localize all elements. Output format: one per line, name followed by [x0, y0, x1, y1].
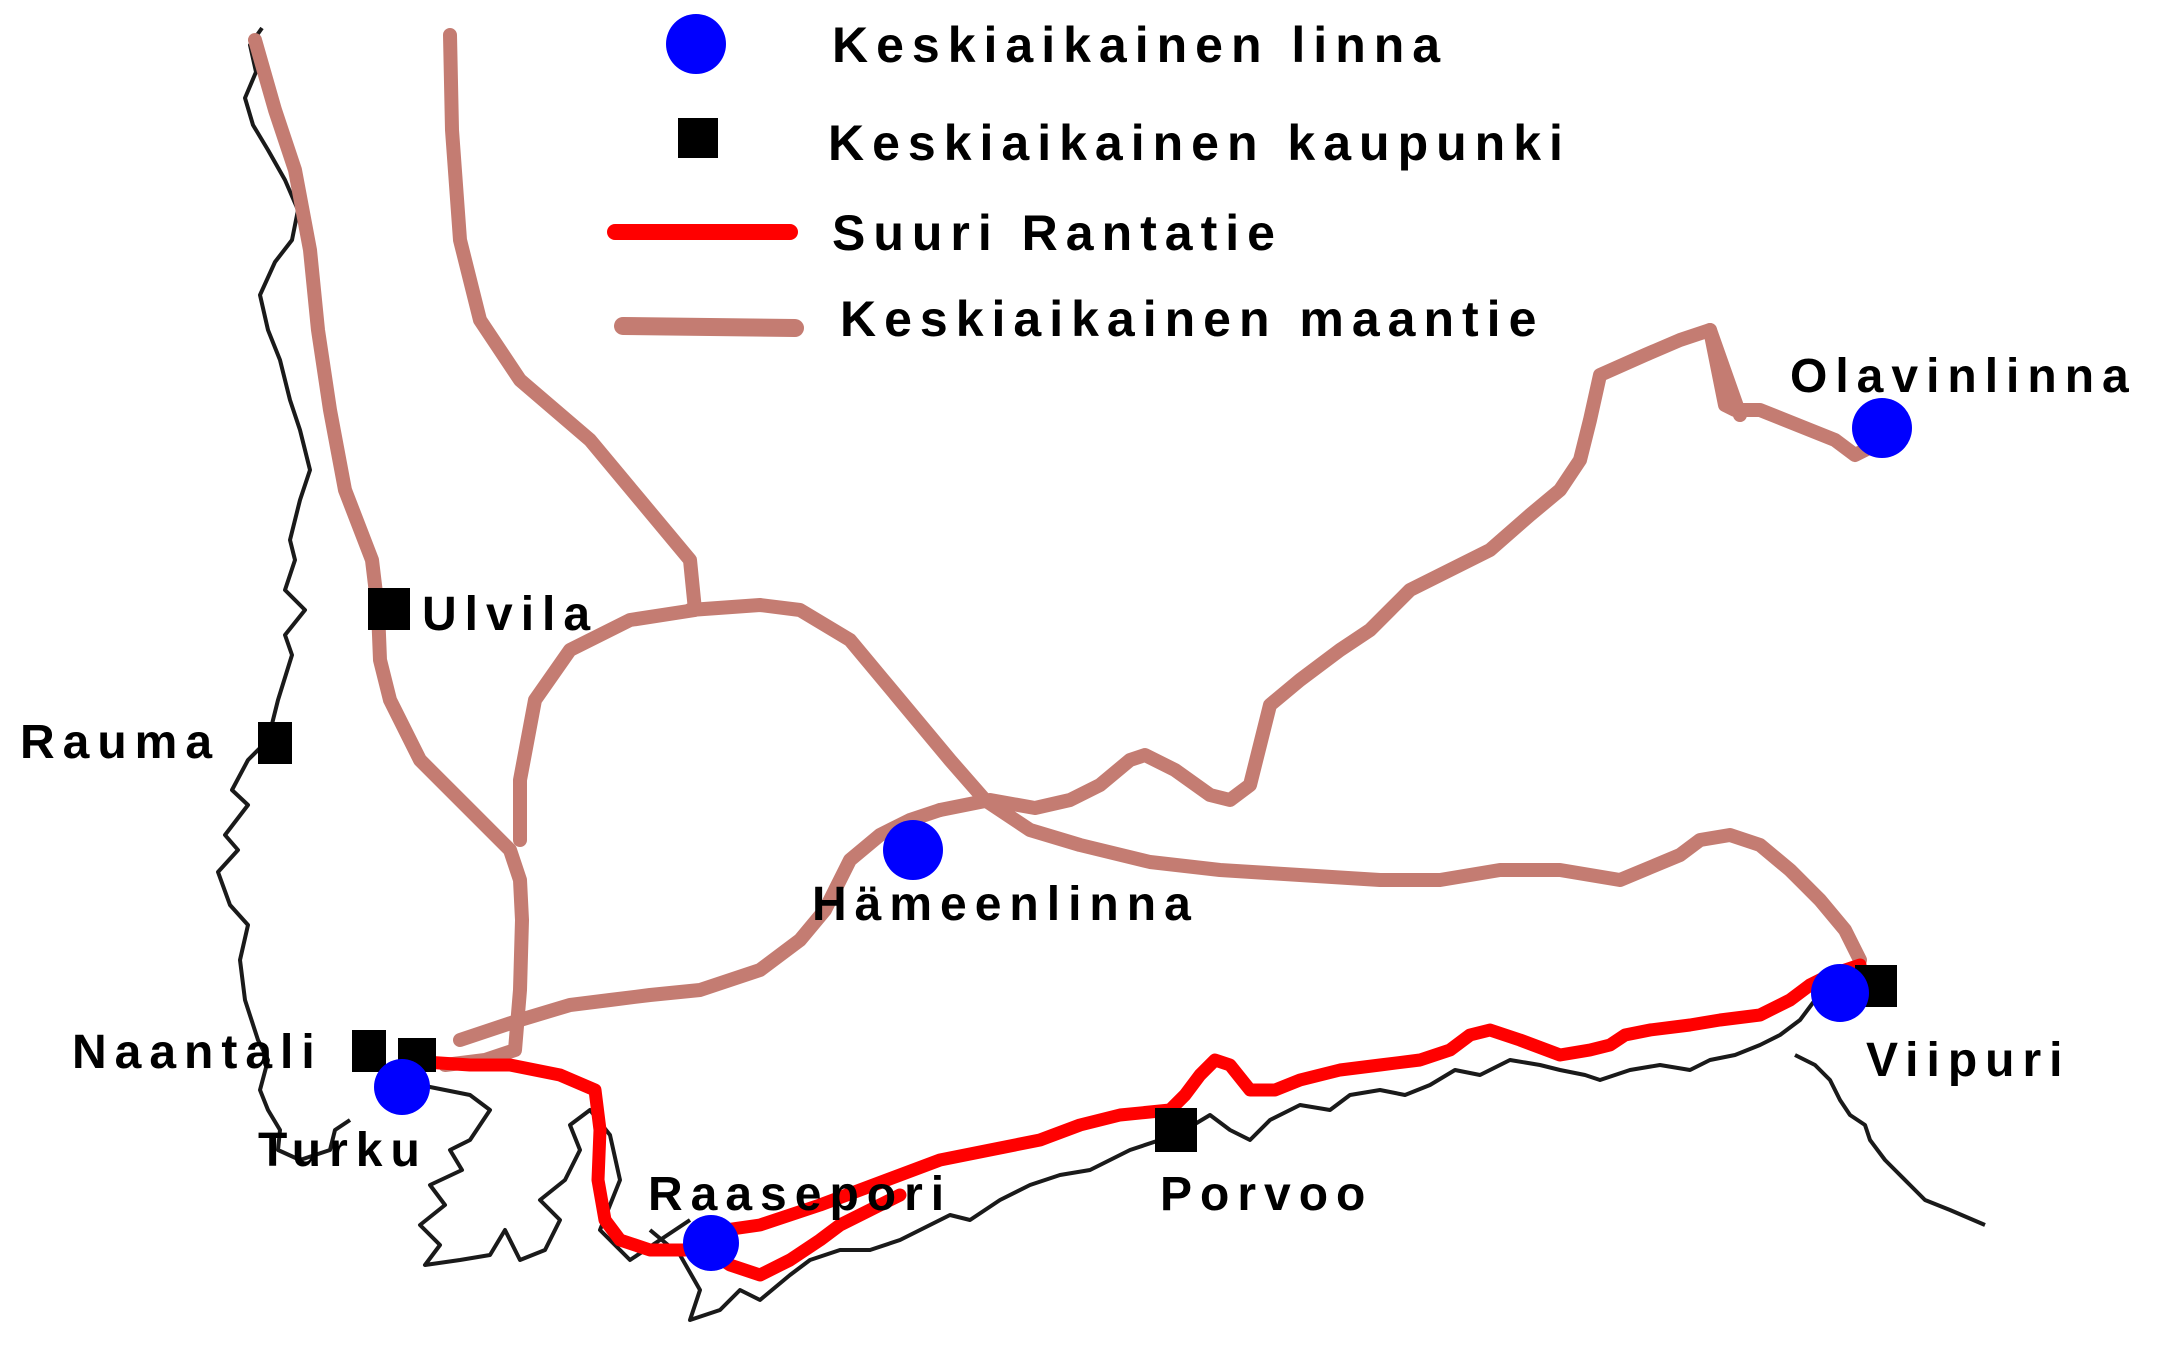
road-olavinlinna-link — [1703, 323, 1747, 422]
medieval-roads — [248, 28, 1882, 1072]
turku-label: Turku — [258, 1124, 428, 1177]
southwest-archipelago-coast — [418, 1083, 692, 1267]
towns — [258, 588, 1897, 1152]
legend-town-symbol — [678, 118, 718, 158]
raasepori-coast — [648, 1128, 1186, 1322]
olavinlinna-label: Olavinlinna — [1790, 350, 2137, 403]
castles — [374, 398, 1912, 1271]
turku-castle-marker — [374, 1059, 430, 1115]
porvoo-label: Porvoo — [1160, 1168, 1373, 1221]
legend-town-label: Keskiaikainen kaupunki — [828, 115, 1571, 171]
legend-castle-label: Keskiaikainen linna — [832, 17, 1448, 73]
legend-castle-symbol — [666, 14, 726, 74]
legend-medieval-road-symbol — [614, 317, 804, 337]
road-central-east-junction — [683, 598, 992, 807]
viipuri-castle-marker — [1811, 964, 1869, 1022]
road-hameenlinna-olavinlinna — [933, 323, 1882, 817]
olavinlinna-castle-marker — [1852, 398, 1912, 458]
ulvila-label: Ulvila — [422, 588, 598, 641]
rauma-town-marker — [258, 722, 292, 764]
great-coastal-road — [418, 958, 1867, 1282]
hameenlinna-label: Hämeenlinna — [812, 878, 1199, 931]
ulvila-town-marker — [368, 588, 410, 630]
rauma-label: Rauma — [20, 716, 220, 769]
coastal-road-main — [418, 958, 1867, 1257]
road-north-central — [443, 28, 702, 847]
raasepori-castle-marker — [683, 1215, 739, 1271]
legend-medieval-road-label: Keskiaikainen maantie — [840, 291, 1544, 347]
viipuri-bay-coast — [1794, 1053, 1986, 1227]
south-coastline — [1183, 988, 1832, 1142]
coastal-road-raasepori-loop — [693, 1188, 907, 1282]
viipuri-label: Viipuri — [1866, 1034, 2070, 1087]
raasepori-label: Raasepori — [648, 1168, 952, 1221]
road-hameenlinna-turku — [453, 803, 947, 1047]
naantali-label: Naantali — [72, 1026, 323, 1079]
porvoo-town-marker — [1155, 1108, 1197, 1152]
naantali-town-marker — [352, 1030, 386, 1072]
hameenlinna-castle-marker — [883, 820, 943, 880]
west-coastline — [216, 26, 352, 1162]
legend: Keskiaikainen linna Keskiaikainen kaupun… — [607, 14, 1571, 347]
coastline — [216, 26, 1986, 1322]
legend-coastal-road-label: Suuri Rantatie — [832, 205, 1283, 261]
place-labels: Olavinlinna Ulvila Rauma Hämeenlinna Naa… — [20, 350, 2137, 1221]
road-east-viipuri — [978, 793, 1867, 967]
road-ulvila-north — [248, 33, 529, 1072]
